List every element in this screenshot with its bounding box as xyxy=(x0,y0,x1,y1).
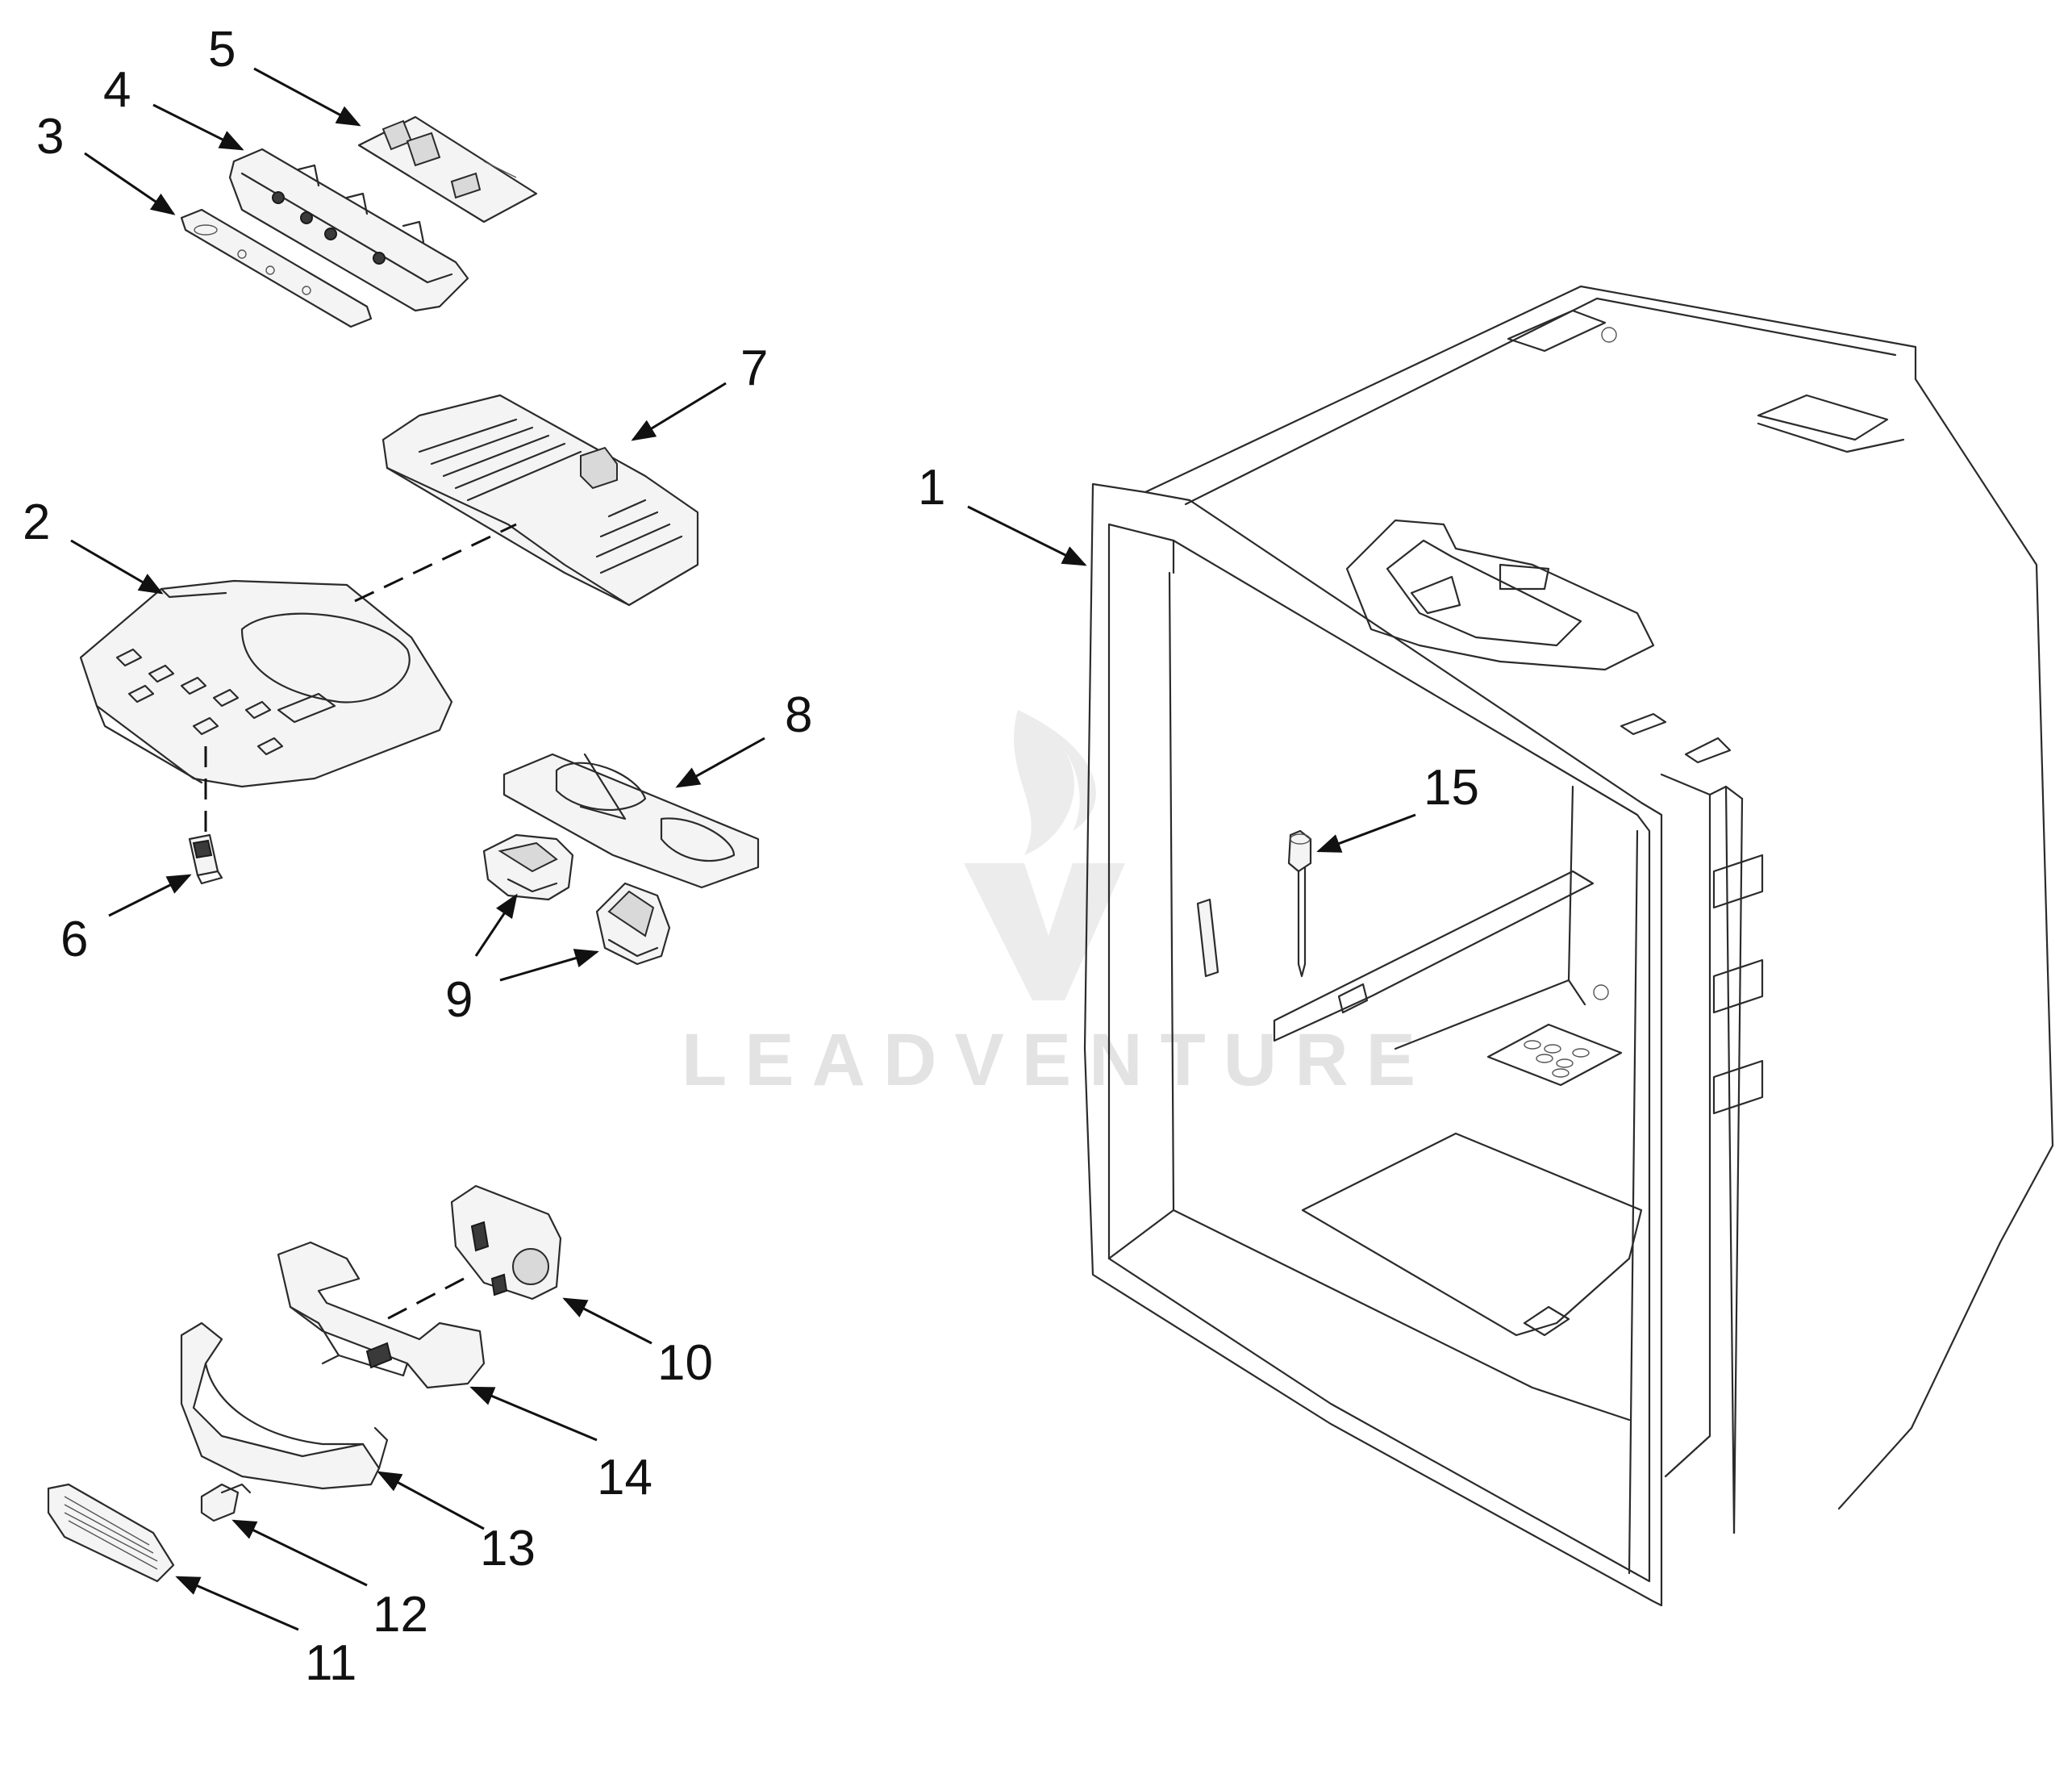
part-2-light-shield xyxy=(79,579,453,788)
part-8-light-lens xyxy=(502,753,760,889)
part-11-drip-grille xyxy=(47,1483,175,1583)
part-14-dispenser-housing xyxy=(277,1241,486,1389)
callout-6: 6 xyxy=(60,912,88,967)
leader-arrows xyxy=(70,67,1416,1631)
part-15-sensor xyxy=(1287,829,1312,978)
leader-3 xyxy=(84,152,176,215)
leader-9a xyxy=(474,893,518,957)
part-6-switch xyxy=(188,833,223,885)
callout-11: 11 xyxy=(305,1635,356,1691)
part-7-air-duct-cover xyxy=(381,394,699,607)
part-3-control-overlay xyxy=(180,208,373,328)
leader-5 xyxy=(253,67,361,127)
callout-14: 14 xyxy=(597,1450,652,1505)
callout-13: 13 xyxy=(480,1521,536,1576)
callout-5: 5 xyxy=(208,22,236,77)
part-10-actuator xyxy=(450,1184,562,1300)
part-5-control-board xyxy=(357,115,538,223)
leader-15 xyxy=(1316,813,1416,853)
callout-15: 15 xyxy=(1424,760,1479,816)
watermark: LEADVENTURE xyxy=(682,710,1433,1101)
callout-8: 8 xyxy=(785,687,812,743)
leader-4 xyxy=(152,103,244,151)
leader-13 xyxy=(377,1471,485,1530)
leader-14 xyxy=(469,1386,598,1442)
leader-9b xyxy=(499,949,599,982)
leader-2 xyxy=(70,539,164,595)
part-9-light-socket-a xyxy=(482,833,574,901)
leader-6 xyxy=(108,874,192,917)
callout-7: 7 xyxy=(740,340,768,396)
watermark-text: LEADVENTURE xyxy=(682,1019,1433,1101)
watermark-logo-icon xyxy=(964,710,1125,1000)
callout-12: 12 xyxy=(373,1587,428,1643)
callout-4: 4 xyxy=(103,62,131,118)
part-1-cabinet-liner xyxy=(1083,285,2054,1607)
part-12-screw xyxy=(200,1483,252,1522)
assembly-guides xyxy=(204,523,517,1325)
callout-1: 1 xyxy=(918,460,945,516)
callout-10: 10 xyxy=(657,1335,713,1391)
part-13-dispenser-bezel xyxy=(180,1321,389,1490)
callout-labels: 1 2 3 4 5 6 7 8 9 10 11 12 13 14 15 xyxy=(23,22,1479,1691)
leader-8 xyxy=(675,737,765,788)
callout-3: 3 xyxy=(36,109,64,165)
leader-11 xyxy=(175,1576,299,1631)
callout-2: 2 xyxy=(23,495,50,550)
leader-1 xyxy=(967,505,1087,566)
callout-9: 9 xyxy=(445,972,473,1028)
part-4-control-housing xyxy=(228,148,469,312)
leader-7 xyxy=(631,382,727,441)
leader-10 xyxy=(562,1297,652,1345)
part-9-light-socket-b xyxy=(595,882,671,966)
leader-12 xyxy=(231,1519,368,1587)
